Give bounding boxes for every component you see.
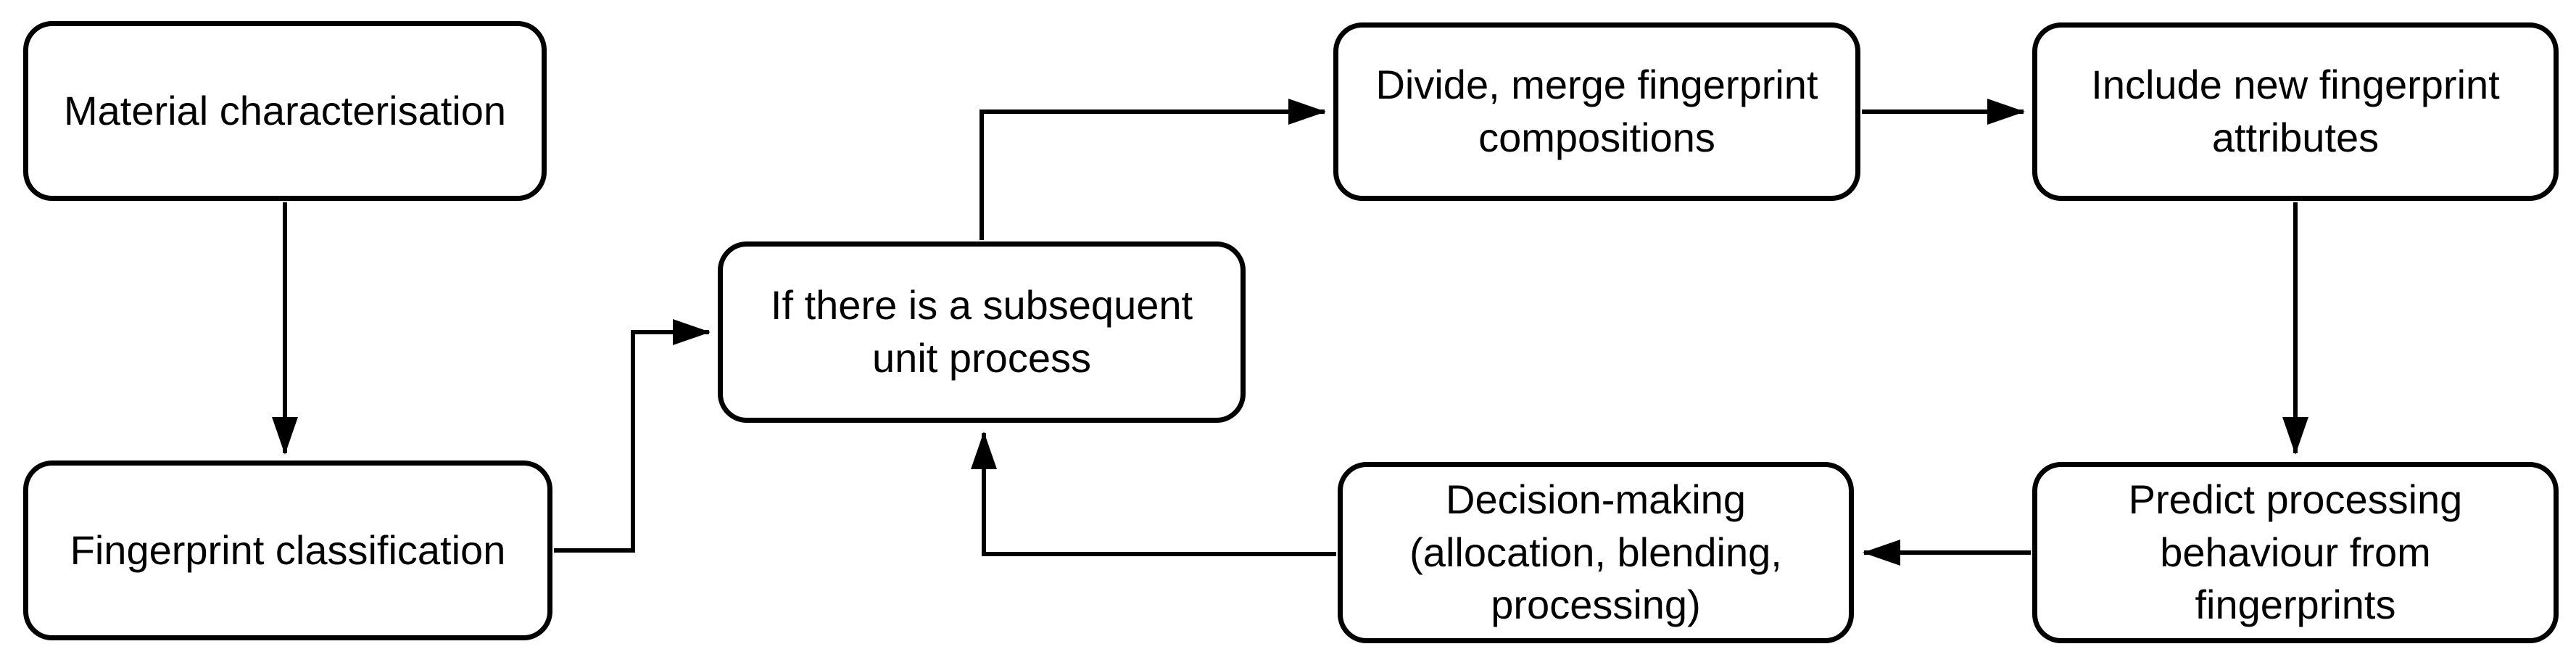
edge-classification-to-subsequent [554,319,711,553]
node-include-new-attributes: Include new fingerprint attributes [2032,22,2559,201]
flowchart-node-label: Material characterisation [63,87,507,133]
edge-layer [272,99,2308,566]
edge-subsequent-to-divide [980,99,1326,240]
node-material-characterisation: Material characterisation [23,21,547,201]
node-decision-making: Decision-making (allocation, blending, p… [1338,462,1854,643]
edge-decision-to-subsequent [971,431,1336,556]
flowchart-node-label: Decision-making (allocation, blending, p… [1409,476,1782,628]
node-predict-processing-behaviour: Predict processing behaviour from finger… [2032,462,2559,643]
flowchart-node-label: If there is a subsequent unit process [770,282,1193,381]
flowchart-node-label: Fingerprint classification [70,526,506,573]
flowchart-node-label: Include new fingerprint attributes [2091,62,2500,160]
node-subsequent-unit-process: If there is a subsequent unit process [718,241,1246,423]
node-divide-merge-compositions: Divide, merge fingerprint compositions [1333,22,1860,201]
flowchart-node-label: Divide, merge fingerprint compositions [1375,62,1818,160]
node-fingerprint-classification: Fingerprint classification [23,460,552,640]
flowchart-node-label: Predict processing behaviour from finger… [2128,476,2463,628]
